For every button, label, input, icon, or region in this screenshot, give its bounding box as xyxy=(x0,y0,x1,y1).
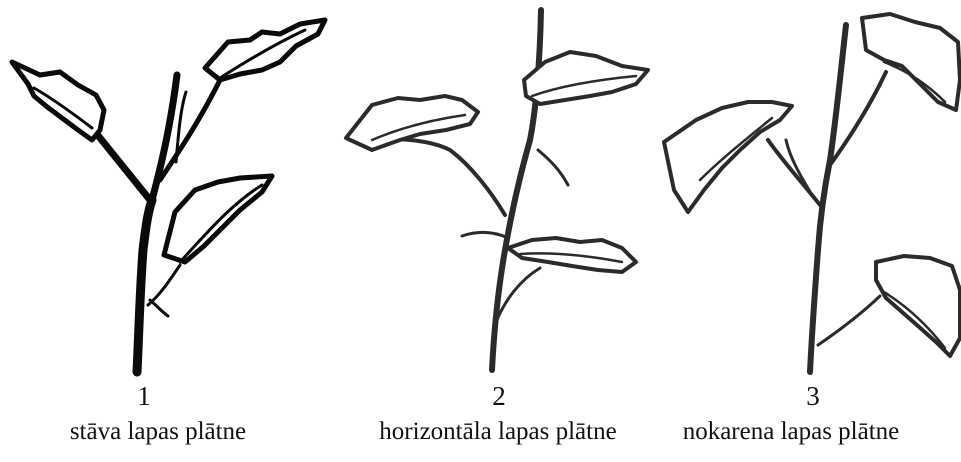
plant-2-leaf-top xyxy=(524,52,648,104)
plant-sketch-1 xyxy=(12,20,325,372)
panel-3-caption: nokarena lapas plātne xyxy=(626,418,956,446)
plant-1-left-branch xyxy=(92,128,150,200)
plant-2-right-twig xyxy=(538,150,568,185)
panel-2-number: 2 xyxy=(469,381,529,412)
plant-1-bud xyxy=(150,300,168,316)
plant-2-lower-left-twig xyxy=(462,232,508,238)
plant-2-left-branch xyxy=(380,139,505,215)
plant-3-leaf-top-right xyxy=(862,14,960,110)
plant-sketch-2 xyxy=(346,10,648,370)
plant-3-lower-petiole xyxy=(818,296,880,345)
panel-1-caption: stāva lapas plātne xyxy=(0,418,323,446)
panel-1-number: 1 xyxy=(114,381,174,412)
plant-1-petiole-lower xyxy=(148,265,180,305)
panel-3-number: 3 xyxy=(783,381,843,412)
plant-3-leaf-lower-right xyxy=(876,256,960,356)
plant-1-upper-stem xyxy=(152,75,177,200)
plant-1-main-stem xyxy=(137,200,152,372)
panel-2-caption: horizontāla lapas plātne xyxy=(333,418,663,446)
plant-sketch-3 xyxy=(664,14,960,372)
